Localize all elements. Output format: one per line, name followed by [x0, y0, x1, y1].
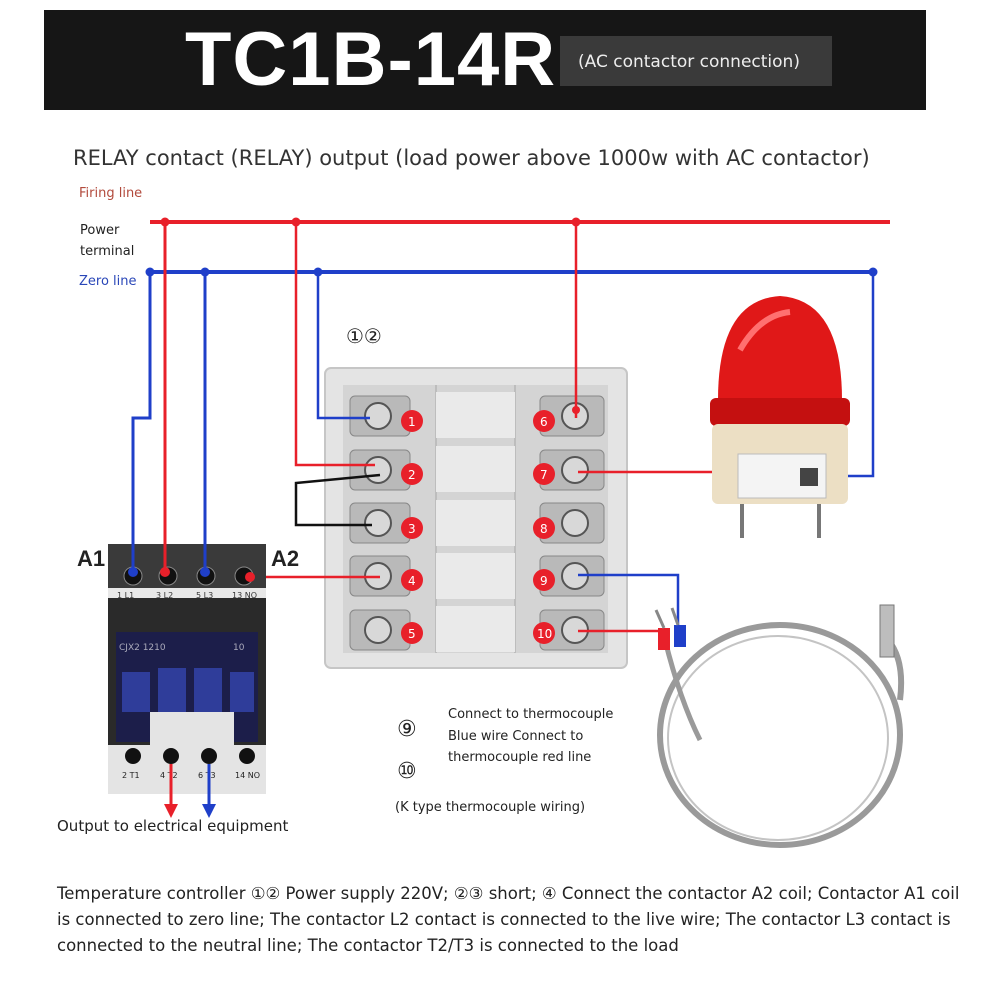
contactor-rating: 10 [233, 643, 245, 653]
output-label: Output to electrical equipment [57, 817, 289, 835]
terminal-label-4: 4 [408, 574, 416, 588]
ac-contactor [108, 544, 266, 794]
model-title: TC1B-14R [185, 17, 557, 102]
terminal-label-5: 5 [408, 627, 416, 641]
power-pins-marker: ①② [346, 324, 382, 348]
subtitle: (AC contactor connection) [578, 52, 800, 72]
wire-zero-to-a1 [131, 272, 152, 570]
thermocouple [654, 604, 905, 848]
wiring-description: Temperature controller ①② Power supply 2… [57, 884, 960, 955]
terminal-label-7: 7 [540, 468, 548, 482]
alarm-lamp [710, 296, 850, 538]
terminal-screws-right [539, 395, 605, 651]
temperature-controller [324, 367, 628, 669]
wire-neutral-to-lamp [840, 272, 875, 478]
terminal-label-2: 2 [408, 468, 416, 482]
terminal-label-10: 10 [537, 627, 552, 641]
pin10-marker: ⑩ [397, 759, 417, 784]
contactor-top-label-1: 1 L1 [117, 591, 134, 600]
subtitle-box [560, 36, 832, 86]
terminal-label-8: 8 [540, 522, 548, 536]
terminal-badges [401, 410, 555, 644]
contactor-model: CJX2 1210 [119, 643, 166, 653]
contactor-top-label-3: 5 L3 [196, 591, 213, 600]
contactor-bottom-label-4: 14 NO [235, 771, 260, 780]
firing-line-label: Firing line [79, 186, 143, 201]
jumper-2-3 [294, 473, 381, 527]
wire-neutral-to-1 [316, 272, 370, 420]
wire-live-to-2 [294, 222, 375, 467]
thermocouple-type: (K type thermocouple wiring) [395, 800, 586, 815]
contactor-bottom-label-3: 6 T3 [198, 771, 216, 780]
wire-9-blue [578, 573, 680, 630]
contactor-bottom-label-2: 4 T2 [160, 771, 178, 780]
terminal-label-3: 3 [408, 522, 416, 536]
relay-title: RELAY contact (RELAY) output (load power… [73, 146, 870, 170]
power-terminal-label: Power terminal [80, 223, 135, 259]
zero-line-label: Zero line [79, 274, 137, 289]
terminal-label-1: 1 [408, 415, 416, 429]
pin9-marker: ⑨ [397, 717, 417, 742]
terminal-label-6: 6 [540, 415, 548, 429]
contactor-top-label-2: 3 L2 [156, 591, 173, 600]
contactor-a2-label: A2 [271, 546, 300, 571]
contactor-bottom-label-1: 2 T1 [122, 771, 140, 780]
terminal-screws-left [349, 395, 411, 651]
terminal-label-9: 9 [540, 574, 548, 588]
contactor-a1-label: A1 [77, 546, 106, 571]
contactor-top-label-4: 13 NO [232, 591, 257, 600]
thermocouple-note: Connect to thermocouple Blue wire Connec… [448, 707, 614, 765]
